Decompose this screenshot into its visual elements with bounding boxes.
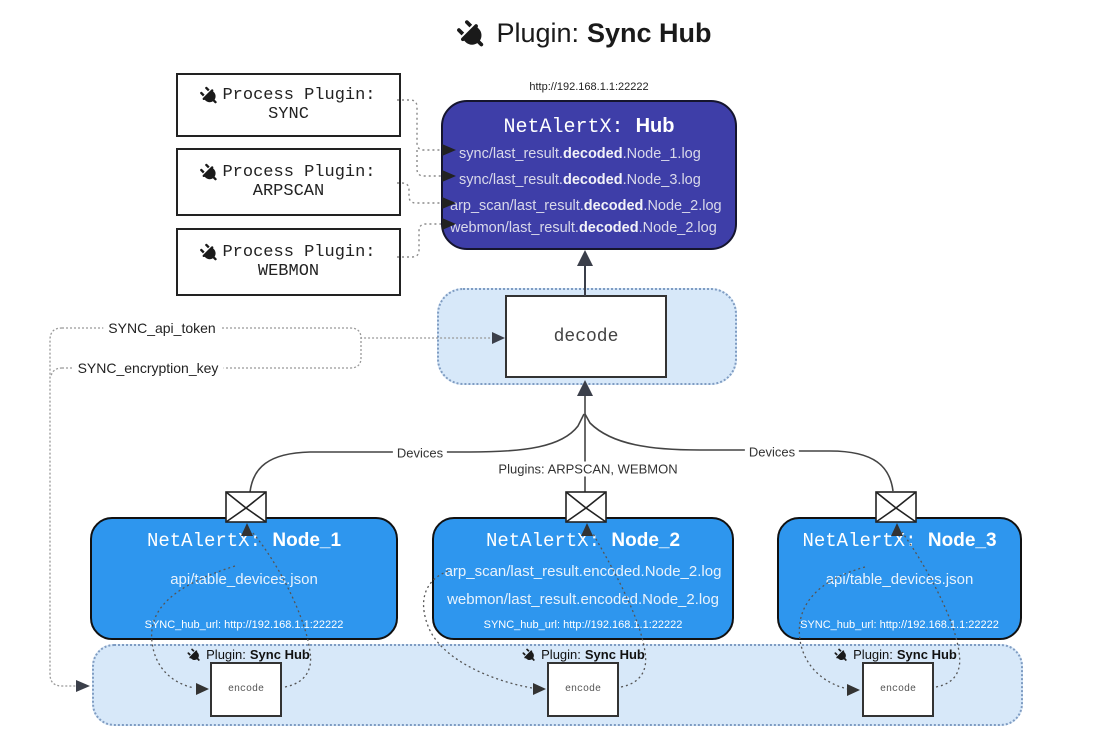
plug-icon <box>185 645 205 665</box>
node-title: NetAlertX: Node_2 <box>485 530 681 552</box>
plug-icon <box>520 645 540 665</box>
title-name: Sync Hub <box>587 18 712 48</box>
hub-title-name: Hub <box>635 115 675 137</box>
node-3-box: NetAlertX: Node_3 api/table_devices.json… <box>777 517 1022 640</box>
encode-label: encode <box>227 684 264 695</box>
devices-left-label: Devices <box>392 445 448 461</box>
process-plugin-name: SYNC <box>268 105 309 124</box>
plug-icon <box>198 82 225 109</box>
sync-api-token-label: SYNC_api_token <box>103 320 221 336</box>
node-1-box: NetAlertX: Node_1 api/table_devices.json… <box>90 517 398 640</box>
edge-nodes-to-decode <box>249 392 894 493</box>
plug-icon <box>452 12 494 54</box>
hub-log-line: sync/last_result.decoded.Node_1.log <box>459 146 701 162</box>
sync-encryption-key-label: SYNC_encryption_key <box>72 360 224 376</box>
process-plugin-webmon: Process Plugin: WEBMON <box>176 228 401 296</box>
hub-box: NetAlertX: Hub sync/last_result.decoded.… <box>441 100 737 250</box>
encode-box: encode <box>862 662 934 717</box>
encode-box: encode <box>547 662 619 717</box>
plugins-mid-label: Plugins: ARPSCAN, WEBMON <box>494 461 682 477</box>
process-plugin-name: WEBMON <box>257 262 320 281</box>
encode-label: encode <box>564 684 601 695</box>
node-title: NetAlertX: Node_3 <box>802 530 997 552</box>
encode-box: encode <box>210 662 282 717</box>
hub-arrowhead <box>577 250 593 266</box>
node-file-line: api/table_devices.json <box>170 571 318 588</box>
plug-icon <box>198 159 225 186</box>
process-plugin-name: ARPSCAN <box>252 182 325 201</box>
edge-process-plugins-to-hub <box>397 99 441 258</box>
plug-icon <box>832 645 852 665</box>
encode-bar-arrowhead <box>76 680 90 692</box>
process-plugin-label: Process Plugin: <box>222 163 376 182</box>
node-file-line: api/table_devices.json <box>825 571 974 588</box>
bar-plugin-label: Plugin: Sync Hub <box>520 645 645 665</box>
decode-label: decode <box>553 326 619 347</box>
node-2-box: NetAlertX: Node_2 arp_scan/last_result.e… <box>432 517 734 640</box>
node-hub-url: SYNC_hub_url: http://192.168.1.1:22222 <box>144 619 344 631</box>
node-hub-url: SYNC_hub_url: http://192.168.1.1:22222 <box>483 619 683 631</box>
hub-title-prefix: NetAlertX: <box>503 116 636 139</box>
node-file-line: arp_scan/last_result.encoded.Node_2.log <box>444 563 722 580</box>
node-title: NetAlertX: Node_1 <box>146 530 342 552</box>
process-plugin-sync: Process Plugin: SYNC <box>176 73 401 137</box>
process-plugin-label: Process Plugin: <box>222 86 376 105</box>
decode-box: decode <box>505 295 667 378</box>
hub-log-line: arp_scan/last_result.decoded.Node_2.log <box>450 198 722 214</box>
page-title: Plugin: Sync Hub <box>456 18 712 49</box>
process-plugin-label: Process Plugin: <box>222 243 376 262</box>
bar-plugin-label: Plugin: Sync Hub <box>832 645 957 665</box>
process-plugin-arpscan: Process Plugin: ARPSCAN <box>176 148 401 216</box>
hub-log-line: sync/last_result.decoded.Node_3.log <box>459 172 701 188</box>
node-hub-url: SYNC_hub_url: http://192.168.1.1:22222 <box>800 619 999 631</box>
hub-log-line: webmon/last_result.decoded.Node_2.log <box>450 220 717 236</box>
hub-title: NetAlertX: Hub <box>443 115 735 139</box>
devices-right-label: Devices <box>744 444 800 460</box>
hub-url-label: http://192.168.1.1:22222 <box>529 81 649 93</box>
bar-plugin-label: Plugin: Sync Hub <box>185 645 310 665</box>
encode-label: encode <box>879 684 916 695</box>
plug-icon <box>198 239 225 266</box>
title-prefix: Plugin: <box>496 18 580 48</box>
node-file-line: webmon/last_result.encoded.Node_2.log <box>447 591 719 608</box>
